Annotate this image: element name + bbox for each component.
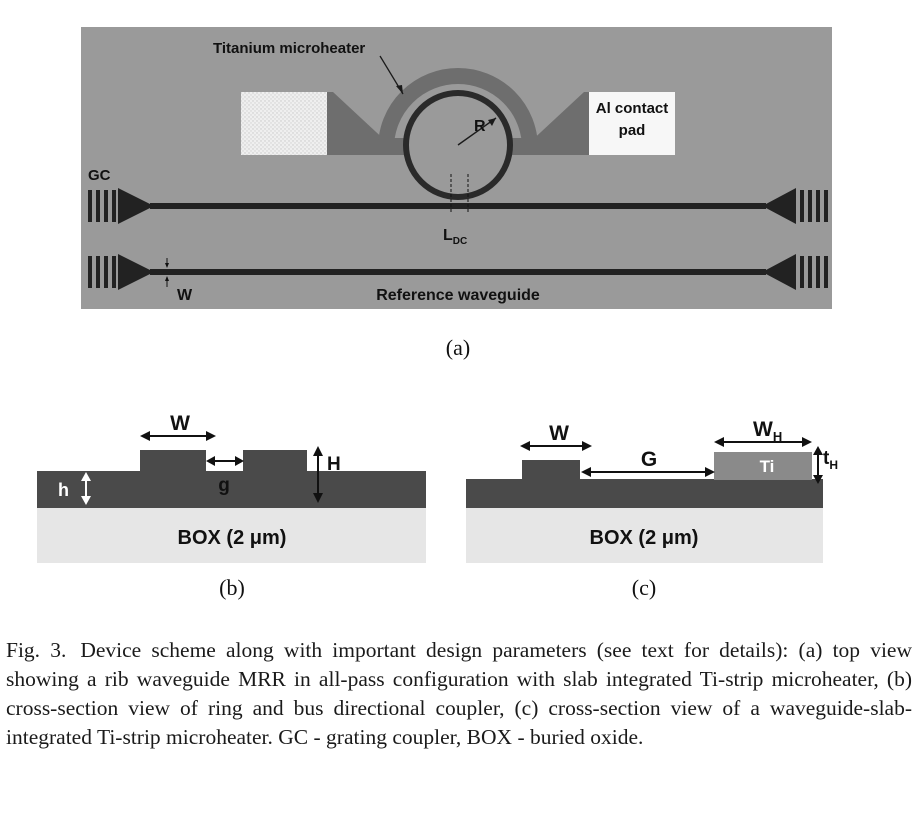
grating-tooth: [824, 190, 828, 222]
grating-tooth: [816, 256, 820, 288]
right-ref-grating-taper: [766, 254, 796, 290]
grating-tooth: [816, 190, 820, 222]
width-arrowhead-left: [140, 431, 150, 441]
radius-arrowhead: [488, 118, 496, 126]
left-grating-taper: [118, 188, 150, 224]
panel-b-tag: (b): [219, 575, 245, 600]
panel-c-cross-section: Ti W G WH tH BOX (2 μm): [466, 418, 838, 563]
grating-tooth: [808, 190, 812, 222]
radius-line: [457, 117, 497, 146]
height-label: H: [327, 454, 341, 475]
grating-tooth: [112, 256, 116, 288]
grating-tooth: [88, 256, 92, 288]
left-contact-pad: [241, 92, 327, 155]
gap-arrowhead-right: [235, 456, 244, 466]
width-arrowhead-right: [582, 441, 592, 451]
grating-tooth: [112, 190, 116, 222]
box-layer: [37, 508, 426, 563]
caption-text: Device scheme along with important desig…: [6, 638, 912, 749]
pad-label-line1: Al contact: [596, 100, 669, 117]
ti-label: Ti: [760, 457, 775, 476]
grating-tooth: [88, 190, 92, 222]
reference-waveguide-label: Reference waveguide: [376, 287, 540, 304]
titanium-microheater-arc: [378, 68, 538, 149]
panel-b-cross-section: W g H h BOX (2 μm): [37, 412, 426, 563]
gc-label: GC: [88, 167, 111, 184]
device-scheme-figure: R Titanium microheater Al contact pad GC…: [37, 27, 838, 600]
width-arrowhead-top: [165, 263, 169, 268]
width-label: W: [549, 422, 569, 445]
heater-thickness-arrowhead-bottom: [813, 475, 823, 484]
ring-rib: [243, 450, 307, 472]
slab-layer: [37, 471, 426, 508]
box-label: BOX (2 μm): [178, 527, 287, 549]
panel-a-top-view: R Titanium microheater Al contact pad GC…: [81, 27, 832, 309]
left-pad-taper: [327, 92, 390, 155]
gap-label: G: [641, 448, 657, 471]
bus-waveguide: [150, 203, 766, 209]
waveguide-rib: [522, 460, 580, 480]
right-contact-pad: [589, 92, 675, 155]
heater-label: Titanium microheater: [213, 40, 365, 57]
panel-c-tag: (c): [632, 575, 656, 600]
figure-caption: Fig. 3.Device scheme along with importan…: [6, 636, 912, 752]
ring-resonator: [403, 90, 513, 200]
grating-tooth: [800, 256, 804, 288]
ldc-label: LDC: [443, 227, 467, 247]
left-ref-grating-taper: [118, 254, 150, 290]
caption-label: Fig. 3.: [6, 638, 67, 662]
grating-tooth: [800, 190, 804, 222]
grating-tooth: [96, 190, 100, 222]
reference-waveguide-group: [88, 254, 828, 290]
gap-arrowhead-left: [206, 456, 215, 466]
bus-rib: [140, 450, 206, 472]
heater-thickness-label: tH: [823, 448, 838, 472]
grating-tooth: [96, 256, 100, 288]
radius-label: R: [474, 118, 486, 135]
grating-tooth: [808, 256, 812, 288]
heater-width-arrowhead-left: [714, 437, 724, 447]
height-arrowhead-top: [313, 446, 323, 456]
ti-heater-strip: [714, 452, 812, 480]
width-arrowhead-left: [520, 441, 530, 451]
slab-layer: [466, 479, 823, 508]
gap-arrowhead-right: [705, 467, 715, 477]
heater-width-arrowhead-right: [802, 437, 812, 447]
grating-tooth: [824, 256, 828, 288]
width-label: W: [170, 412, 190, 435]
right-grating-taper: [766, 188, 796, 224]
grating-tooth: [104, 190, 108, 222]
gap-arrowhead-left: [581, 467, 591, 477]
width-arrowhead-right: [206, 431, 216, 441]
box-label: BOX (2 μm): [590, 527, 699, 549]
slab-arrowhead-bottom: [81, 496, 91, 505]
reference-waveguide: [150, 269, 766, 275]
width-arrowhead-bottom: [165, 276, 169, 281]
width-label: W: [177, 287, 193, 304]
panel-a-tag: (a): [446, 335, 470, 360]
grating-tooth: [104, 256, 108, 288]
heater-width-label: WH: [753, 418, 782, 444]
pad-label-line2: pad: [619, 122, 646, 139]
slab-height-label: h: [58, 480, 69, 500]
slab-arrowhead-top: [81, 472, 91, 481]
heater-pointer-arrowhead: [396, 85, 403, 94]
bus-waveguide-group: [88, 188, 828, 224]
gap-label: g: [218, 475, 230, 496]
box-layer: [466, 508, 823, 563]
heater-thickness-arrowhead-top: [813, 446, 823, 455]
right-pad-taper: [527, 92, 589, 155]
height-arrowhead-bottom: [313, 493, 323, 503]
